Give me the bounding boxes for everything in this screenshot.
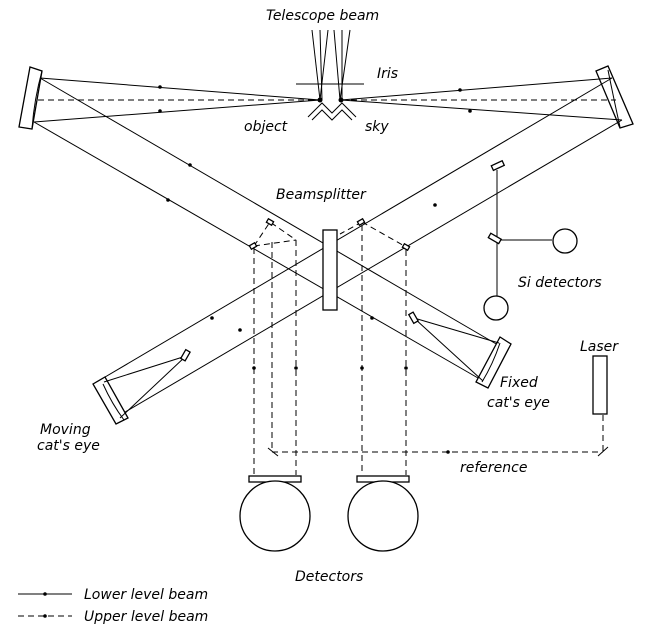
- legend-upper-label: Upper level beam: [84, 609, 208, 625]
- reference-label: reference: [460, 460, 527, 476]
- detector-2: [347, 480, 419, 552]
- legend: Lower level beam Upper level beam: [18, 587, 208, 625]
- right-to-moving-beams: [99, 77, 623, 419]
- beamsplitter: [322, 229, 338, 311]
- moving-label-line2: cat's eye: [37, 438, 100, 454]
- iris-label: Iris: [377, 66, 398, 82]
- moving-cats-eye: [92, 348, 191, 425]
- sky-label: sky: [365, 119, 389, 135]
- main-detectors: [239, 475, 419, 552]
- detector-1: [239, 480, 311, 552]
- telescope-beam-label: Telescope beam: [266, 8, 379, 24]
- fixed-label-line2: cat's eye: [487, 395, 550, 411]
- input-chevron-mirror: [307, 102, 357, 121]
- fixed-label-line1: Fixed: [500, 375, 538, 391]
- object-label: object: [244, 119, 288, 135]
- left-collimator-mirror: [18, 66, 43, 130]
- si-detector-1: [552, 228, 578, 254]
- telescope-beam: [311, 29, 351, 101]
- roof-mirror-small-elements: [248, 217, 411, 252]
- laser: [592, 355, 608, 415]
- collimator-beam-markers: [158, 85, 472, 113]
- collimator-beams-solid: [33, 77, 623, 123]
- upper-level-roof-beams: [252, 221, 409, 475]
- si-detector-branch: [483, 159, 578, 321]
- laser-label: Laser: [580, 339, 619, 355]
- left-to-fixed-beams: [33, 77, 499, 379]
- reference-path: [267, 242, 609, 457]
- si-detectors-label: Si detectors: [518, 275, 602, 291]
- si-detector-2: [483, 295, 509, 321]
- beamsplitter-label: Beamsplitter: [276, 187, 367, 203]
- detectors-label: Detectors: [295, 569, 363, 585]
- fixed-cats-eye: [407, 311, 512, 389]
- legend-lower-label: Lower level beam: [84, 587, 208, 603]
- moving-label-line1: Moving: [40, 422, 91, 438]
